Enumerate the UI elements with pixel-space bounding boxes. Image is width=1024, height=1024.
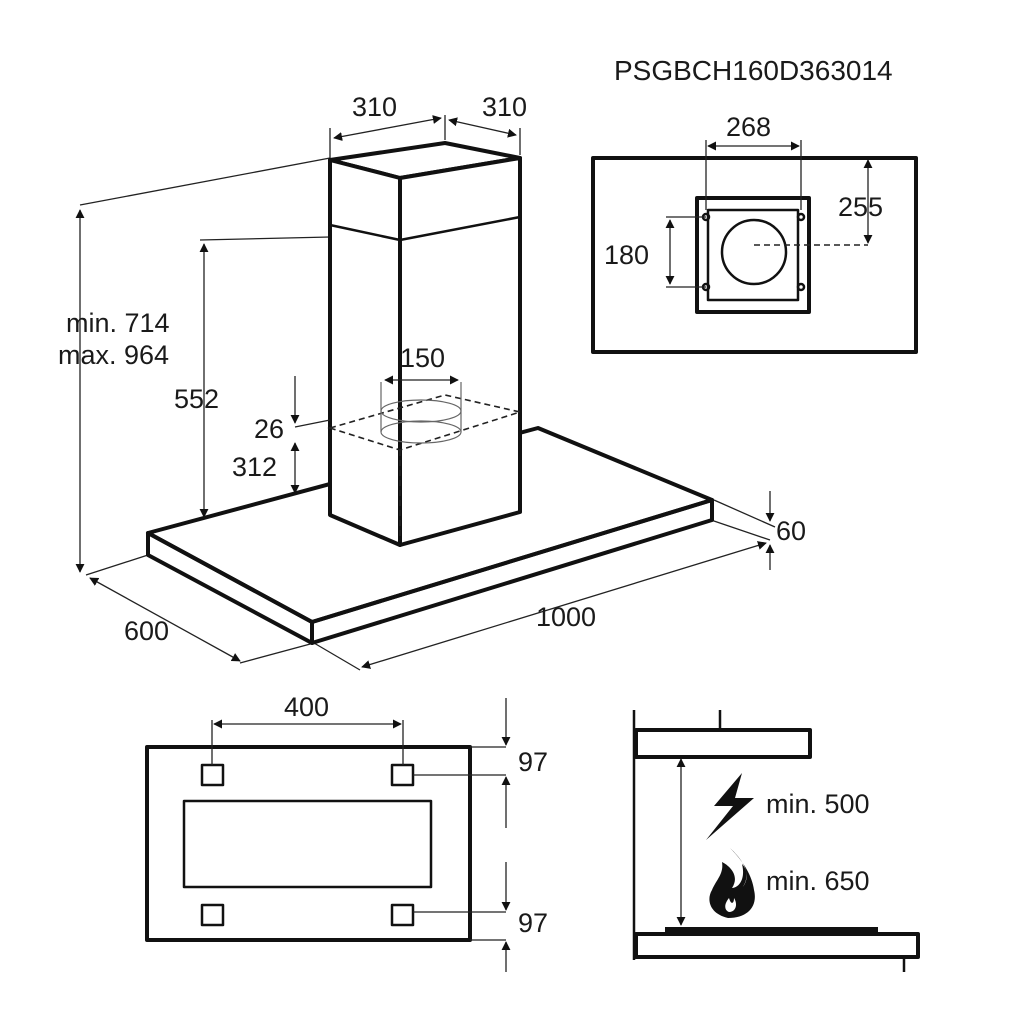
model-code: PSGBCH160D363014 <box>614 55 893 86</box>
dim-canopy-depth: 600 <box>124 616 169 646</box>
dim-filter-spacing: 400 <box>284 692 329 722</box>
dim-canopy-thickness: 60 <box>776 516 806 546</box>
dim-edge-offset-bottom: 97 <box>518 908 548 938</box>
gas-clearance: min. 650 <box>766 866 870 896</box>
ceiling-outlet-view: 268 255 180 <box>591 112 918 354</box>
dim-outlet-offset: 255 <box>838 192 883 222</box>
dim-chimney-height: 552 <box>174 384 219 414</box>
hood-chimney <box>327 141 524 547</box>
dim-outlet-width: 268 <box>726 112 771 142</box>
dim-motor-height: 312 <box>232 452 277 482</box>
dim-chimney-width-right: 310 <box>482 92 527 122</box>
dim-height-max: max. 964 <box>58 340 169 370</box>
dim-canopy-width: 1000 <box>536 602 596 632</box>
electric-clearance: min. 500 <box>766 789 870 819</box>
lightning-icon <box>706 773 754 840</box>
dim-offset-top: 26 <box>254 414 284 444</box>
dim-height-min: min. 714 <box>66 308 170 338</box>
dim-chimney-width-left: 310 <box>352 92 397 122</box>
flame-icon <box>709 848 755 918</box>
dim-duct-diameter: 150 <box>400 343 445 373</box>
dim-outlet-height: 180 <box>604 240 649 270</box>
bottom-view: 400 97 97 <box>145 692 548 972</box>
dim-edge-offset-top: 97 <box>518 747 548 777</box>
clearance-view: min. 500 min. 650 <box>632 710 920 972</box>
hood-isometric-view: 310 310 min. 714 max. 964 552 150 26 312… <box>58 92 806 671</box>
